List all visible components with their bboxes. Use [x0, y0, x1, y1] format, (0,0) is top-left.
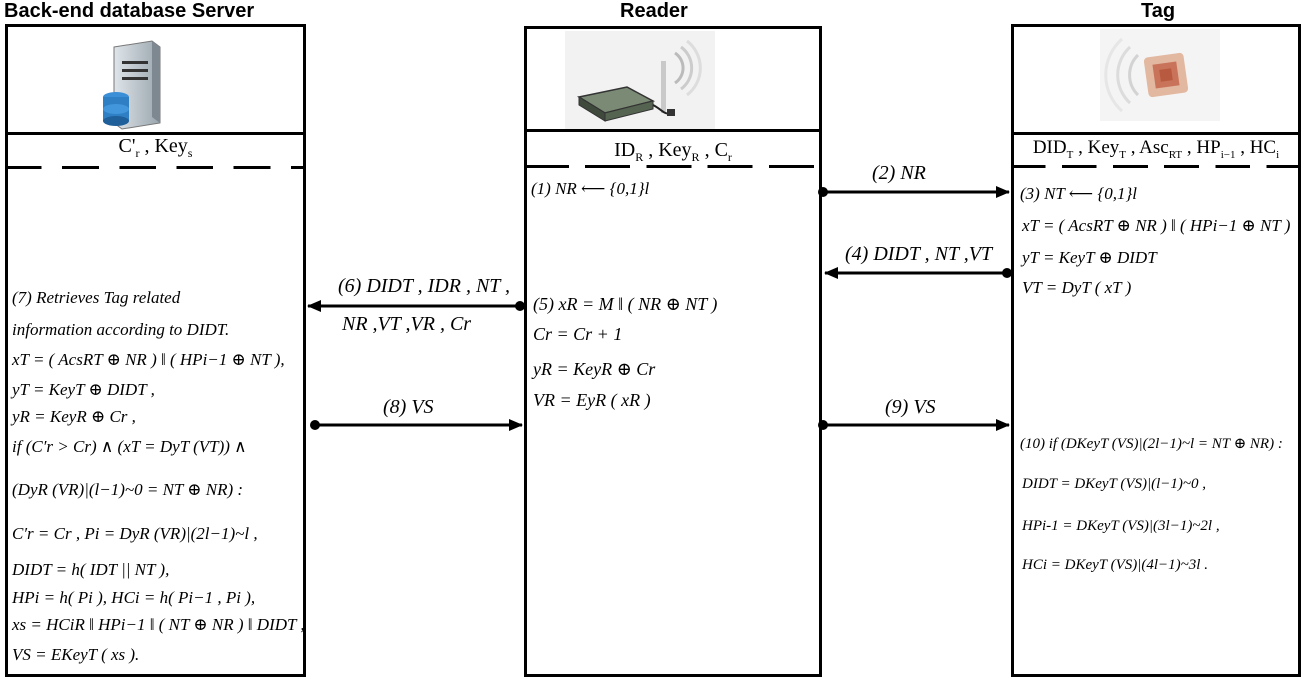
message-4-label: (4) DIDT , NT ,VT: [845, 243, 993, 265]
server-step-7-line-3: xT = ( AcsRT ⊕ NR ) ‖ ( HPi−1 ⊕ NT ),: [12, 350, 285, 369]
server-column: C'r , Keys (7) Retrieves Tag related inf…: [5, 24, 306, 677]
tag-step-10-line-1: (10) if (DKeyT (VS)|(2l−1)~l = NT ⊕ NR) …: [1020, 436, 1283, 452]
arrow-m2-dot: [818, 187, 828, 197]
server-step-7-line-1: (7) Retrieves Tag related: [12, 288, 181, 307]
message-6-label-line-2: NR ,VT ,VR , Cr: [342, 313, 472, 335]
server-step-7-line-7: (DyR (VR)|(l−1)~0 = NT ⊕ NR) :: [12, 480, 244, 499]
server-icon: [100, 39, 170, 136]
server-title: Back-end database Server: [4, 0, 255, 22]
reader-step-5-line-1: (5) xR = M ‖ ( NR ⊕ NT ): [533, 294, 718, 314]
server-step-7-line-6: if (C′r > Cr) ∧ (xT = DyT (VT)) ∧: [12, 437, 247, 456]
reader-column: IDR , KeyR , Cr (1) NR ⟵ {0,1}l (5) xR =…: [524, 26, 822, 677]
tag-header-divider: [1014, 132, 1298, 135]
reader-variables: IDR , KeyR , Cr: [614, 139, 732, 164]
tag-icon: [1100, 29, 1220, 126]
server-step-7-line-2: information according to DIDT.: [12, 320, 230, 339]
tag-column: DIDT , KeyT , AscRT , HPi−1 , HCi (3) NT…: [1011, 24, 1301, 677]
server-step-7-line-8: C′r = Cr , Pi = DyR (VR)|(2l−1)~l ,: [12, 524, 258, 543]
reader-step-1: (1) NR ⟵ {0,1}l: [531, 179, 650, 198]
tag-step-10-line-2: DIDT = DKeyT (VS)|(l−1)~0 ,: [1022, 476, 1206, 492]
tag-step-10-line-3: HPi-1 = DKeyT (VS)|(3l−1)~2l ,: [1022, 518, 1220, 534]
server-step-7-line-10: HPi = h( Pi ), HCi = h( Pi−1 , Pi ),: [12, 588, 256, 607]
reader-step-5-line-2: Cr = Cr + 1: [533, 324, 623, 344]
server-step-7-line-5: yR = KeyR ⊕ Cr ,: [12, 407, 136, 426]
tag-step-3-line-1: (3) NT ⟵ {0,1}l: [1020, 184, 1137, 203]
message-8-label: (8) VS: [383, 396, 434, 418]
server-variables: C'r , Keys: [118, 135, 193, 160]
tag-dashed-line: [1014, 165, 1298, 168]
server-step-7-line-12: VS = EKeyT ( xs ).: [12, 645, 140, 664]
reader-dashed-line: [527, 165, 819, 168]
server-dashed-line: [8, 166, 303, 169]
arrow-m9-dot: [818, 420, 828, 430]
reader-title: Reader: [620, 0, 688, 22]
message-9-label: (9) VS: [885, 396, 936, 418]
message-6-label-line-1: (6) DIDT , IDR , NT ,: [338, 275, 511, 297]
tag-step-3-line-3: yT = KeyT ⊕ DIDT: [1022, 248, 1157, 267]
tag-step-3-line-2: xT = ( AcsRT ⊕ NR ) ‖ ( HPi−1 ⊕ NT ): [1022, 216, 1291, 235]
server-step-7-line-11: xs = HCiR ‖ HPi−1 ‖ ( NT ⊕ NR ) ‖ DIDT ,: [12, 615, 305, 634]
arrow-m6-dot: [515, 301, 525, 311]
arrow-m4-dot: [1002, 268, 1012, 278]
arrow-m8-dot: [310, 420, 320, 430]
reader-icon: [565, 31, 715, 134]
message-2-label: (2) NR: [872, 162, 926, 184]
server-header-divider: [8, 132, 303, 135]
tag-step-3-line-4: VT = DyT ( xT ): [1022, 278, 1132, 297]
reader-step-5-line-3: yR = KeyR ⊕ Cr: [533, 359, 656, 379]
reader-header-divider: [527, 129, 819, 132]
tag-step-10-line-4: HCi = DKeyT (VS)|(4l−1)~3l .: [1022, 557, 1208, 573]
server-step-7-line-9: DIDT = h( IDT || NT ),: [12, 560, 170, 579]
tag-title: Tag: [1141, 0, 1176, 22]
tag-variables: DIDT , KeyT , AscRT , HPi−1 , HCi: [1032, 137, 1280, 161]
server-step-7-line-4: yT = KeyT ⊕ DIDT ,: [12, 380, 155, 399]
reader-step-5-line-4: VR = EyR ( xR ): [533, 390, 651, 410]
